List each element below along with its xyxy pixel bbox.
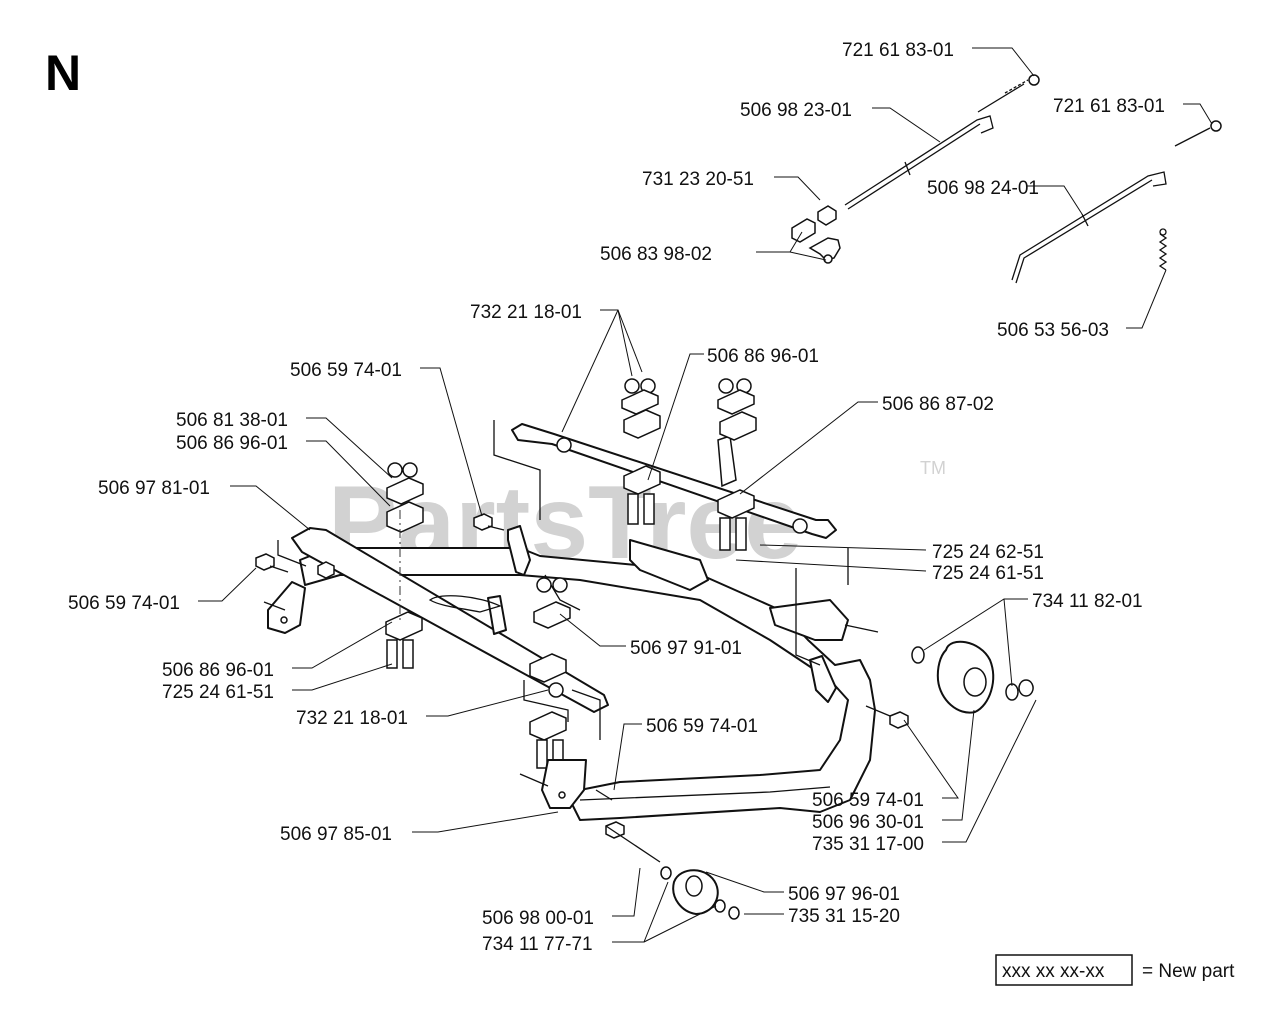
legend-box bbox=[995, 954, 1133, 986]
callout-label: 506 81 38-01 bbox=[176, 410, 288, 431]
callout-label: 506 97 85-01 bbox=[280, 824, 392, 845]
leader-lines bbox=[198, 47, 1213, 943]
watermark-tm: TM bbox=[920, 458, 946, 478]
reference-planes bbox=[263, 420, 849, 787]
left-clamp-stack bbox=[385, 462, 424, 669]
callout-label: 506 59 74-01 bbox=[812, 790, 924, 811]
callout-label: 506 86 96-01 bbox=[707, 346, 819, 367]
callout-label: 734 11 77-71 bbox=[482, 934, 593, 955]
spring bbox=[1158, 228, 1168, 271]
front-wheel bbox=[605, 825, 740, 920]
callout-label: 721 61 83-01 bbox=[1053, 96, 1165, 117]
legend: xxx xx xx-xx = New part bbox=[995, 954, 1235, 986]
callout-label: 506 59 74-01 bbox=[646, 716, 758, 737]
right-clamp-stack bbox=[717, 378, 757, 551]
callout-label: 506 97 96-01 bbox=[788, 884, 900, 905]
callout-label: 721 61 83-01 bbox=[842, 40, 954, 61]
rod-upper-left bbox=[844, 74, 1040, 210]
rear-wheel bbox=[911, 640, 1034, 714]
callout-label: 506 97 91-01 bbox=[630, 638, 742, 659]
hex-bolts bbox=[255, 513, 909, 839]
legend-text: = New part bbox=[1142, 961, 1235, 982]
callout-label: 735 31 17-00 bbox=[812, 834, 924, 855]
callout-label: 506 96 30-01 bbox=[812, 812, 924, 833]
rear-axle bbox=[629, 539, 879, 641]
brackets bbox=[428, 525, 837, 809]
cable-adjuster bbox=[791, 205, 841, 264]
callout-label: 734 11 82-01 bbox=[1032, 591, 1143, 612]
callout-label: 506 83 98-02 bbox=[600, 244, 712, 265]
lower-clamp-stack bbox=[529, 577, 571, 769]
callout-label: 506 97 81-01 bbox=[98, 478, 210, 499]
callout-label: 506 59 74-01 bbox=[68, 593, 180, 614]
parts-drawing bbox=[255, 74, 1222, 920]
callout-label: 506 86 96-01 bbox=[162, 660, 274, 681]
callout-label: 725 24 61-51 bbox=[932, 563, 1044, 584]
legend-code: xxx xx xx-xx bbox=[1002, 961, 1105, 982]
callout-label: 725 24 62-51 bbox=[932, 542, 1044, 563]
section-letter: N bbox=[45, 45, 81, 101]
callout-label: 506 86 87-02 bbox=[882, 394, 994, 415]
callout-label: 735 31 15-20 bbox=[788, 906, 900, 927]
upper-torsion-bar bbox=[511, 423, 837, 539]
callout-label: 506 86 96-01 bbox=[176, 433, 288, 454]
center-clamp-stack bbox=[621, 378, 661, 525]
callout-label: 506 98 00-01 bbox=[482, 908, 594, 929]
callout-label: 506 98 23-01 bbox=[740, 100, 852, 121]
callout-label: 731 23 20-51 bbox=[642, 169, 754, 190]
callout-labels: 721 61 83-01 506 98 23-01 721 61 83-01 7… bbox=[68, 40, 1165, 955]
callout-label: 732 21 18-01 bbox=[470, 302, 582, 323]
rod-upper-right bbox=[1011, 120, 1222, 284]
front-axle-bar bbox=[267, 527, 609, 713]
callout-label: 506 53 56-03 bbox=[997, 320, 1109, 341]
callout-label: 732 21 18-01 bbox=[296, 708, 408, 729]
callout-label: 725 24 61-51 bbox=[162, 682, 274, 703]
callout-label: 506 59 74-01 bbox=[290, 360, 402, 381]
callout-label: 506 98 24-01 bbox=[927, 178, 1039, 199]
